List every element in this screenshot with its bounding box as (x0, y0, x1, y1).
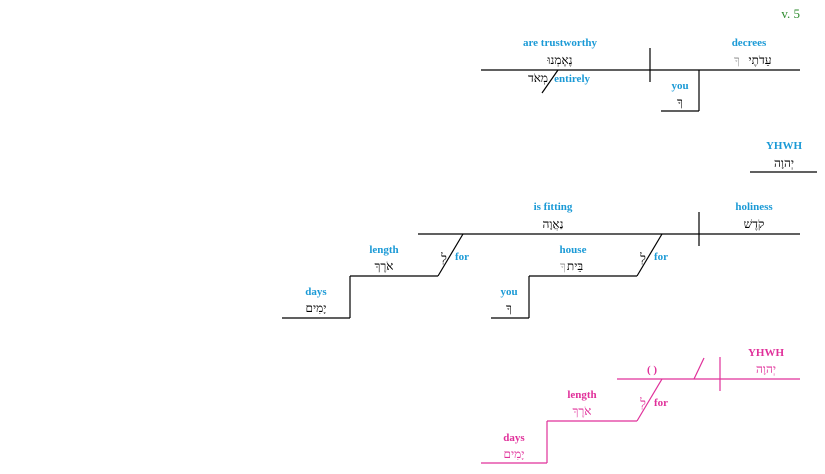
clause2-pp2-genitive-hebrew: יָמִים (306, 301, 327, 315)
clause-3 (481, 357, 800, 464)
clause2-pp2-prep-slant (437, 233, 464, 277)
clause2-pp1-prep-hebrew: לְ (639, 251, 646, 265)
clause2-predicate-hebrew: נַאֲוָה (542, 217, 563, 231)
vocative-hebrew: יְהוָה (774, 156, 794, 170)
clause1-subject-suffix: ךָ (734, 53, 740, 67)
clause2-pp2-prep-hebrew: לְ (440, 251, 447, 265)
clause2-pp2-genitive-gloss: days (305, 286, 327, 298)
verse-label: v. 5 (781, 6, 800, 21)
clause1-predicate-gloss: are trustworthy (523, 37, 598, 49)
clause3-predicate-placeholder: ( ) (647, 364, 657, 376)
clause1-modifier-hebrew: מְאֹד (528, 71, 548, 85)
clause2-pp1-prep-gloss: for (654, 251, 668, 263)
clause1-possessor-hebrew: ךָ (677, 95, 683, 109)
clause3-subject-gloss: YHWH (748, 347, 785, 359)
clause1-predicate-hebrew: נֶאֶמְנוּ (546, 53, 572, 67)
clause2-subject-hebrew: קֹדֶשׁ (744, 217, 765, 231)
clause3-genitive-hebrew: יָמִים (504, 447, 525, 461)
clause1-possessor-gloss: you (671, 80, 688, 92)
clause2-pp2-object-gloss: length (369, 244, 398, 256)
clause-1 (481, 48, 800, 112)
clause3-prep-slant (636, 378, 663, 422)
clause2-pp1-possessor-hebrew: ךָ (506, 301, 512, 315)
clause3-genitive-gloss: days (503, 432, 525, 444)
clause3-object-slant (693, 357, 705, 380)
clause2-pp2-object-hebrew: אֹרֶךְ (375, 259, 394, 273)
clause3-subject-hebrew: יְהוָה (756, 362, 776, 376)
clause2-subject-gloss: holiness (735, 201, 773, 213)
clause2-pp1-object-gloss: house (560, 244, 587, 256)
clause3-object-gloss: length (567, 389, 596, 401)
clause2-pp2-prep-gloss: for (455, 251, 469, 263)
clause2-pp1-object-suffix: ךָ (560, 259, 566, 273)
clause-2 (282, 212, 800, 319)
clause1-subject-gloss: decrees (732, 37, 767, 49)
clause2-predicate-gloss: is fitting (534, 201, 573, 213)
clause2-pp1-prep-slant (636, 233, 663, 277)
clause2-pp1-possessor-gloss: you (500, 286, 517, 298)
clause1-modifier-slant (541, 69, 559, 94)
vocative-gloss: YHWH (766, 140, 803, 152)
clause1-modifier-gloss: entirely (554, 73, 590, 85)
clause1-subject-hebrew: עֵדֹתֶי (748, 53, 771, 67)
clause3-prep-gloss: for (654, 397, 668, 409)
clause2-pp1-object-hebrew: בֵּית (567, 259, 583, 273)
clause3-prep-hebrew: לְ (639, 396, 646, 410)
clause3-object-hebrew: אֹרֶךְ (573, 404, 592, 418)
